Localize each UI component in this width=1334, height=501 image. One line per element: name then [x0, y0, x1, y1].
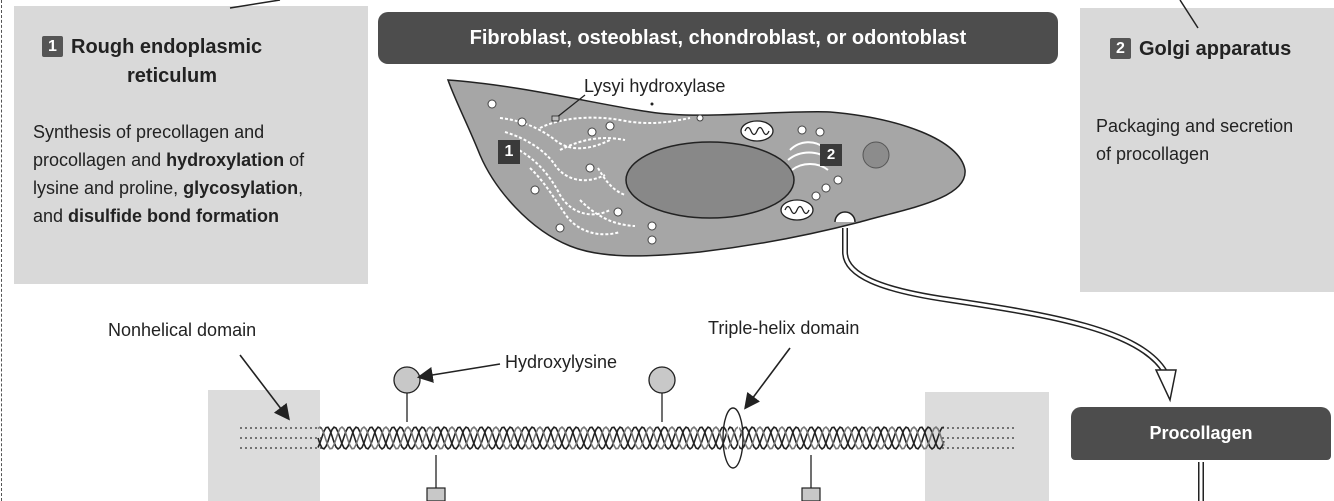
- rer-desc-glycosylation: glycosylation: [183, 178, 299, 198]
- leader-line-top-left: [229, 0, 281, 9]
- nonhelical-dotted-left: [240, 427, 322, 449]
- rer-desc-line4-a: and: [33, 206, 69, 226]
- enzyme-pointer-line: [555, 94, 586, 119]
- rer-title: 1 Rough endoplasmic reticulum: [38, 33, 358, 91]
- nonhelical-box-left: [208, 390, 320, 501]
- leader-line-top-right: [1179, 0, 1199, 29]
- dashed-border: [1, 0, 2, 501]
- nonhelical-dotted-right: [942, 427, 1015, 449]
- hydroxylysine-group-2: [648, 366, 676, 422]
- golgi-title-text: Golgi apparatus: [1139, 38, 1292, 60]
- rer-desc-line2-c: of: [284, 150, 305, 170]
- rer-desc-line4: and disulfide bond formation: [33, 202, 363, 230]
- nonhelical-label: Nonhelical domain: [108, 320, 257, 340]
- rer-number-badge: 1: [42, 36, 63, 57]
- secretion-arrow: [842, 228, 1168, 374]
- triple-helix-ring: [722, 407, 744, 469]
- rer-desc-line1: Synthesis of precollagen and: [33, 122, 265, 142]
- triple-helix-arrow: [744, 347, 791, 410]
- secretory-granule: [862, 141, 890, 169]
- rer-description: Synthesis of precollagen and procollagen…: [33, 118, 363, 230]
- procollagen-box: Procollagen: [1071, 407, 1331, 460]
- rer-title-line2: reticulum: [127, 65, 218, 87]
- nonhelical-arrow: [239, 354, 290, 421]
- hydroxylysine-arrow: [416, 363, 501, 383]
- nucleus: [625, 141, 795, 219]
- helix-strand-3: [317, 425, 945, 450]
- golgi-title: 2 Golgi apparatus: [1110, 35, 1334, 64]
- cell-type-banner: Fibroblast, osteoblast, chondroblast, or…: [378, 12, 1058, 64]
- enzyme-dot: [650, 102, 654, 106]
- helix-strand-1: [317, 426, 945, 450]
- mitochondrion-top: [740, 120, 774, 142]
- secretion-arrow-head: [1154, 369, 1177, 403]
- rer-desc-disulfide: disulfide bond formation: [68, 206, 280, 226]
- glycosyl-group-1: [426, 455, 446, 501]
- golgi-number-badge: 2: [1110, 38, 1131, 59]
- rer-desc-line3-c: ,: [298, 178, 304, 198]
- rer-desc-line3-a: lysine and proline,: [33, 178, 184, 198]
- triple-helix: [317, 425, 945, 451]
- nonhelical-box-right: [925, 392, 1049, 501]
- rer-desc-line3: lysine and proline, glycosylation,: [33, 174, 363, 202]
- golgi-desc-line2: of procollagen: [1096, 144, 1210, 164]
- hydroxylysine-group-1: [393, 366, 421, 422]
- golgi-desc-line1: Packaging and secretion: [1096, 116, 1294, 136]
- rer-marker: 1: [498, 140, 520, 164]
- rer-panel: [14, 6, 368, 284]
- triple-helix-label: Triple-helix domain: [708, 318, 860, 338]
- secretion-arrow-inner: [843, 228, 1167, 373]
- vesicles: [487, 99, 843, 245]
- rer-desc-line2-a: procollagen and: [33, 150, 167, 170]
- golgi-description: Packaging and secretion of procollagen: [1096, 112, 1332, 168]
- rer-title-line1: Rough endoplasmic: [71, 36, 263, 58]
- hydroxylysine-label: Hydroxylysine: [505, 352, 618, 372]
- enzyme-label: Lysyi hydroxylase: [584, 76, 726, 96]
- glycosyl-group-2: [801, 455, 821, 501]
- mitochondrion-bottom: [780, 199, 814, 221]
- enzyme-marker: [551, 115, 560, 122]
- rer-desc-hydroxylation: hydroxylation: [166, 150, 285, 170]
- triple-helix-ring-inner: [726, 411, 740, 465]
- exocytosis-opening: [834, 211, 856, 223]
- rer-desc-line2: procollagen and hydroxylation of: [33, 146, 363, 174]
- golgi-marker: 2: [820, 144, 842, 166]
